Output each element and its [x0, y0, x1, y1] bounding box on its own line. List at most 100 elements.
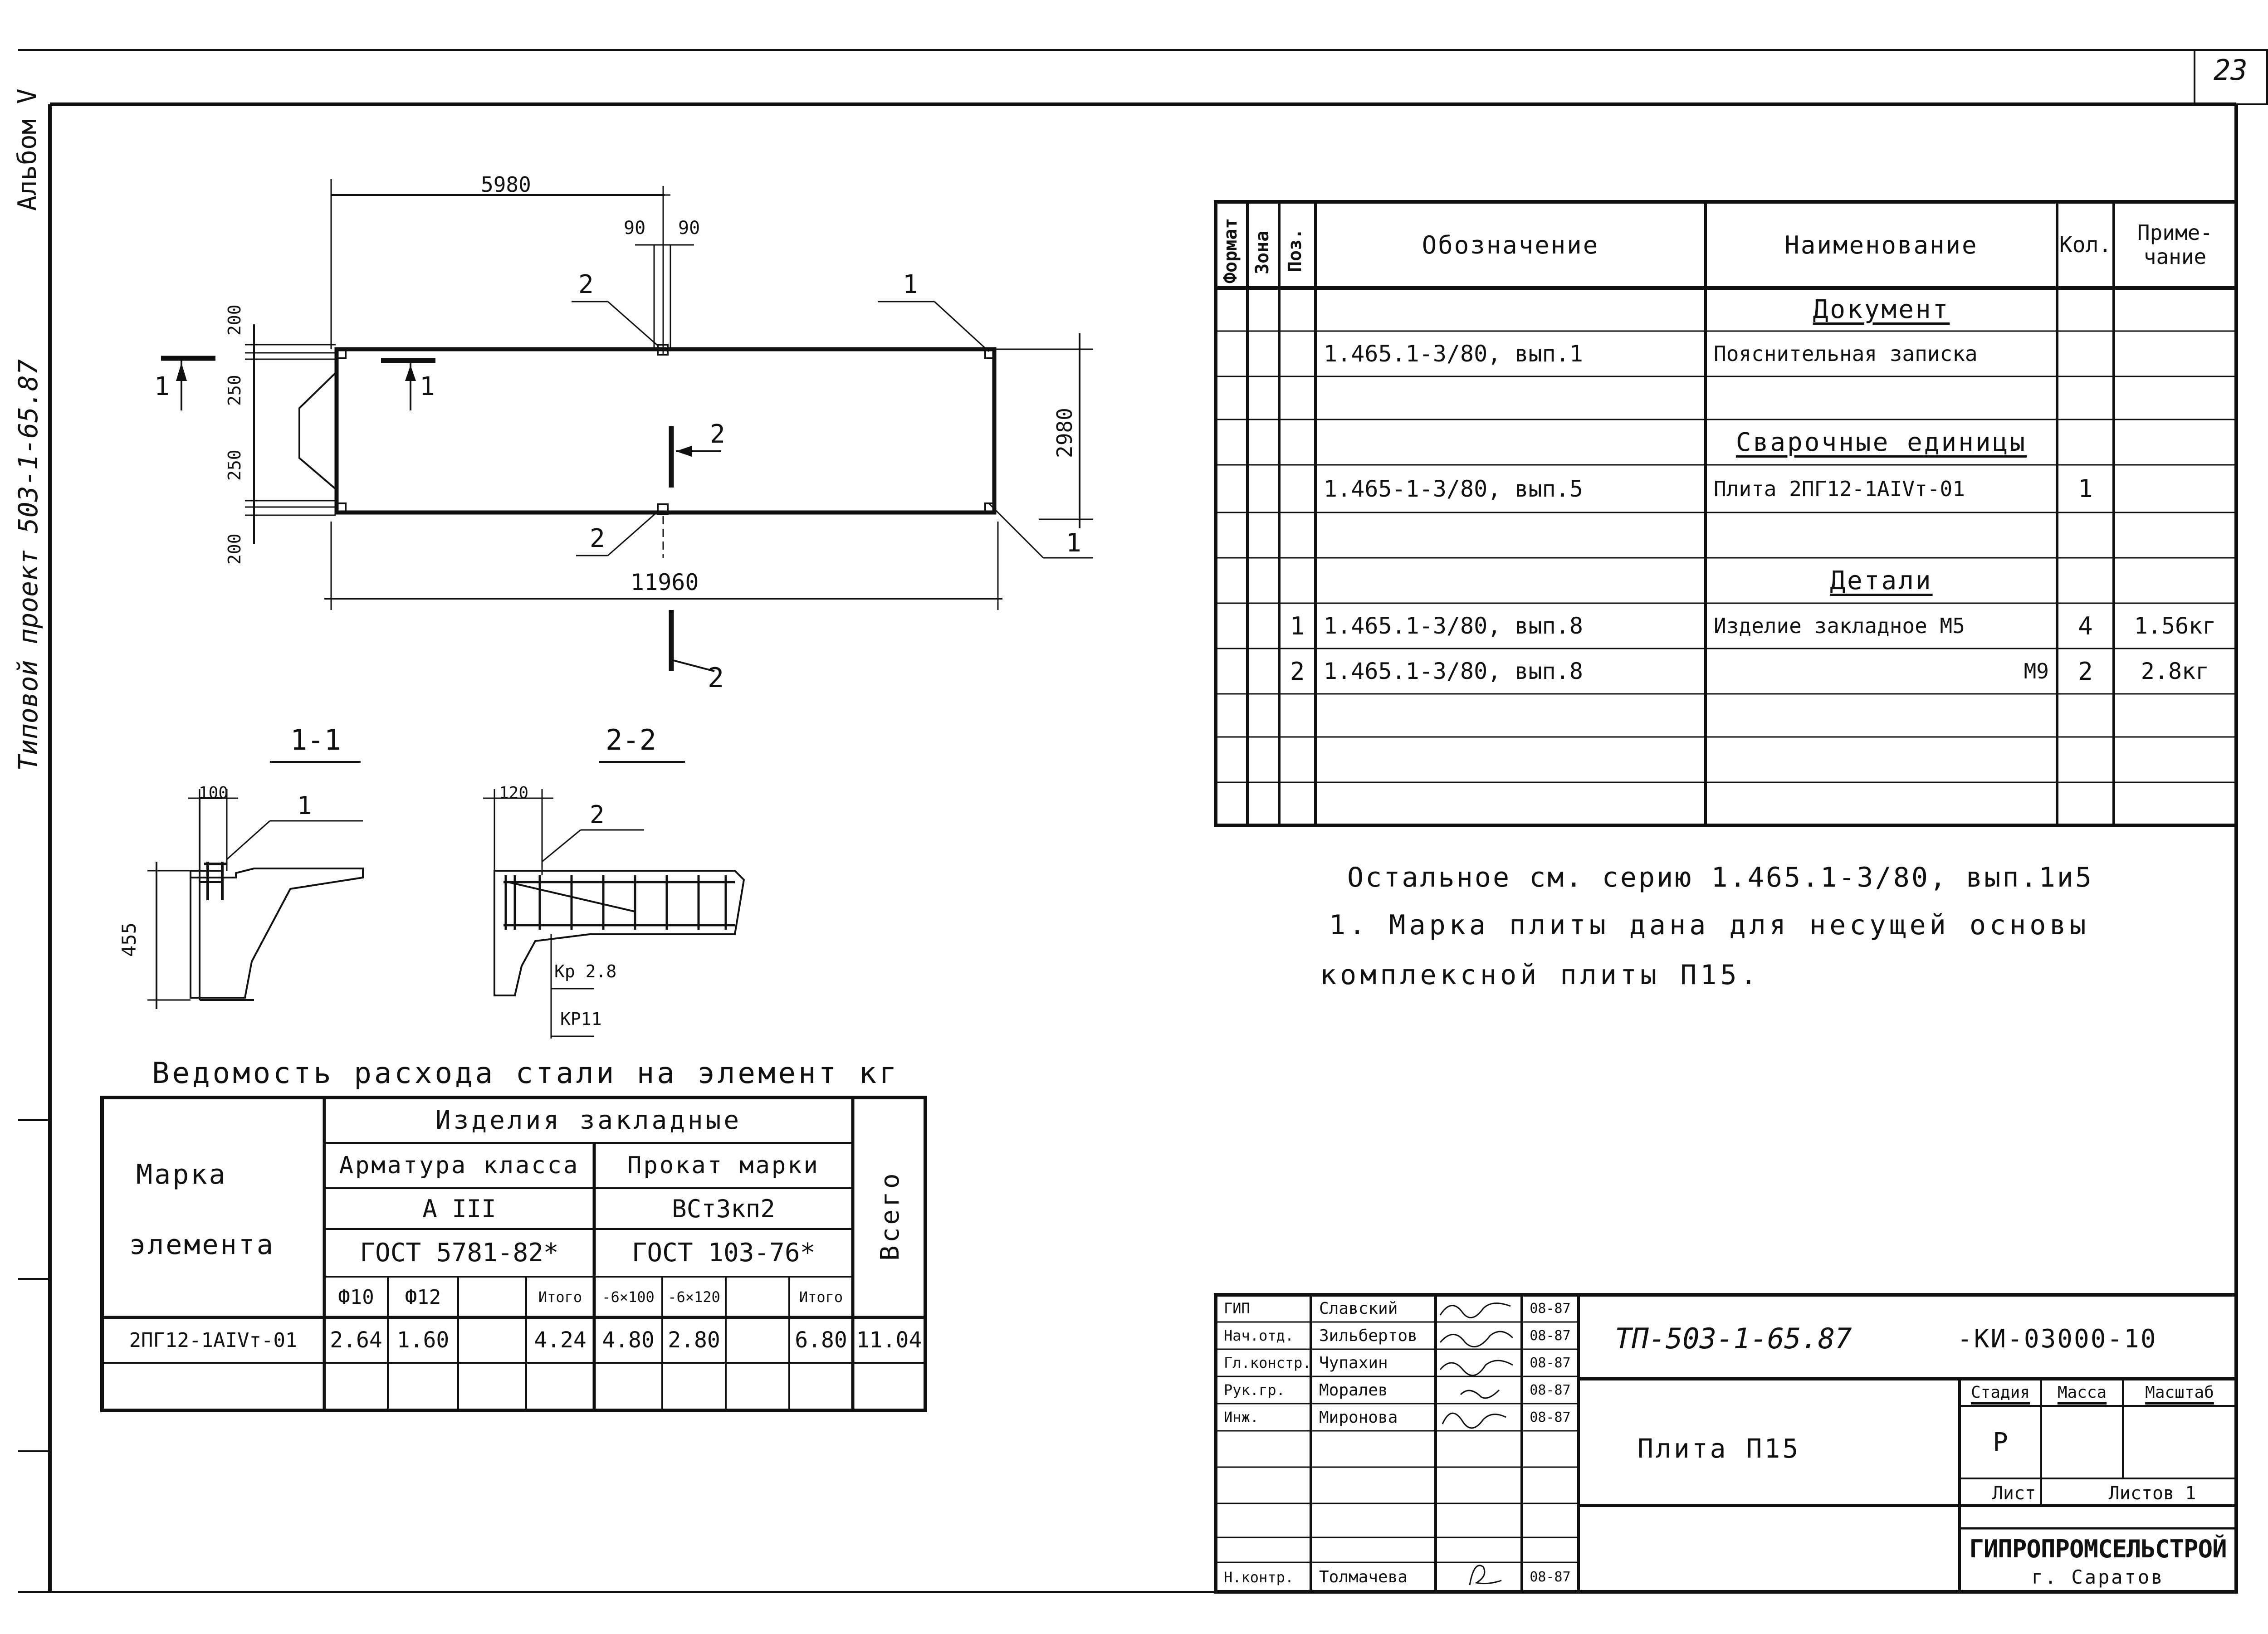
- title-stage-header: Стадия: [1970, 1383, 2030, 1402]
- signatures: [1439, 1302, 1514, 1585]
- title-mass-header: Масса: [2057, 1383, 2107, 1402]
- tb-date: 08-87: [1530, 1327, 1571, 1344]
- spec-table-grid: [1214, 200, 2238, 827]
- dim-total: 11960: [631, 569, 699, 595]
- spec-row-name: Пояснительная записка: [1714, 341, 1978, 366]
- tb-role: Инж.: [1224, 1409, 1259, 1426]
- s1-dim-width: 100: [199, 784, 229, 802]
- note-line-2: 1. Марка плиты дана для несущей основы: [1329, 909, 2090, 941]
- spec-header-format: Формат: [1220, 218, 1241, 284]
- dim-length: 5980: [481, 172, 531, 197]
- steel-row-value: 4.80: [602, 1327, 655, 1353]
- spec-header-zone: Зона: [1252, 230, 1273, 274]
- spec-section-heading: Детали: [1830, 566, 1933, 595]
- title-code-suffix: -КИ-03000-10: [1957, 1324, 2157, 1354]
- dim-200-top: 200: [225, 304, 244, 336]
- dim-90-right: 90: [678, 218, 700, 239]
- steel-rebar-gost: ГОСТ 5781-82*: [360, 1238, 559, 1268]
- spec-row-qty: 4: [2078, 611, 2093, 640]
- spec-row-pos: 1: [1290, 611, 1305, 640]
- tb-role: Гл.констр.: [1224, 1354, 1311, 1371]
- spec-row-qty: 1: [2078, 474, 2093, 503]
- spec-row-designation: 1.465.1-3/80, вып.8: [1324, 658, 1583, 684]
- s2-label-kp28: Кр 2.8: [554, 961, 617, 981]
- spec-row-note: 1.56кг: [2134, 613, 2216, 639]
- tb-date: 08-87: [1530, 1409, 1571, 1425]
- callout-1-bottom: 1: [1066, 528, 1081, 558]
- title-stage-value: Р: [1993, 1427, 2008, 1457]
- steel-mark-header-1: Марка: [136, 1159, 227, 1190]
- steel-rolled-gost: ГОСТ 103-76*: [631, 1238, 816, 1268]
- title-block-grid: [1214, 1293, 2238, 1594]
- tb-name: Чупахин: [1319, 1353, 1388, 1372]
- title-code: ТП-503-1-65.87: [1615, 1322, 1852, 1355]
- dim-90-left: 90: [624, 218, 646, 239]
- steel-rebar-class: Арматура класса: [339, 1152, 580, 1179]
- section-1-title: 1-1: [290, 723, 341, 756]
- steel-sub-header: Итого: [538, 1288, 582, 1306]
- corner-embed: [984, 348, 995, 359]
- spec-table-rows: [1216, 330, 2236, 783]
- title-city: г. Саратов: [2031, 1566, 2165, 1588]
- spec-row-designation: 1.465.1-3/80, вып.8: [1324, 613, 1583, 639]
- steel-sub-header: -6×100: [602, 1288, 655, 1306]
- steel-sub-header: Итого: [799, 1288, 843, 1306]
- steel-sub-header: Ф10: [338, 1285, 374, 1309]
- slab-outline: [334, 347, 997, 515]
- s2-label-kp11: КР11: [560, 1009, 602, 1029]
- callout-2-bottom: 2: [590, 524, 605, 553]
- tb-name: Моралев: [1319, 1380, 1388, 1400]
- callout-2-top: 2: [578, 270, 594, 299]
- note-line-1: Остальное см. серию 1.465.1-3/80, вып.1и…: [1347, 862, 2094, 893]
- tb-name: Толмачева: [1319, 1568, 1408, 1586]
- steel-mark-header-2: элемента: [129, 1229, 275, 1261]
- tb-role: Нач.отд.: [1224, 1327, 1294, 1344]
- section-2-top-label: 2: [710, 419, 725, 449]
- steel-total-header: Всего: [875, 1171, 905, 1261]
- mid-embed: [657, 503, 669, 515]
- tb-name: Славский: [1319, 1299, 1398, 1318]
- tb-name: Миронова: [1319, 1408, 1398, 1427]
- steel-embedded-header: Изделия закладные: [435, 1105, 742, 1135]
- s2-dim-width: 120: [499, 784, 529, 802]
- section-1-left-label: 1: [154, 372, 170, 401]
- title-sheets-label: Листов 1: [2108, 1483, 2196, 1504]
- tb-role: Рук.гр.: [1224, 1381, 1285, 1399]
- steel-row-value: 2.64: [330, 1327, 382, 1353]
- steel-row-value: 11.04: [856, 1327, 922, 1353]
- spec-header-qty: Кол.: [2059, 232, 2112, 258]
- spec-row-note: 2.8кг: [2141, 658, 2209, 684]
- section-2-bottom-label: 2: [708, 662, 724, 694]
- steel-sub-header: -6×120: [668, 1288, 720, 1306]
- corner-embed: [336, 348, 347, 359]
- steel-row-value: 6.80: [795, 1327, 847, 1353]
- sheet-number-box: [2194, 49, 2268, 105]
- spec-header-note: Приме-чание: [2137, 220, 2213, 269]
- dim-250-bottom: 250: [225, 449, 244, 481]
- tb-date: 08-87: [1530, 1355, 1571, 1371]
- s1-dim-height: 455: [118, 922, 140, 957]
- spec-header-name: Наименование: [1784, 230, 1978, 259]
- spec-row-name: Изделие закладное М5: [1714, 614, 1965, 638]
- tb-date: 08-87: [1530, 1300, 1571, 1317]
- spec-row-designation: 1.465.1-3/80, вып.1: [1324, 341, 1583, 367]
- title-sheet-label: Лист: [1992, 1483, 2036, 1504]
- steel-row-mark: 2ПГ12-1АIVт-01: [129, 1328, 298, 1352]
- spec-section-heading: Сварочные единицы: [1735, 427, 2027, 457]
- spec-header-designation: Обозначение: [1422, 230, 1599, 259]
- callout-1-top: 1: [903, 270, 918, 299]
- dim-width: 2980: [1052, 408, 1077, 458]
- tb-role: ГИП: [1224, 1300, 1250, 1317]
- title-scale-header: Масштаб: [2145, 1383, 2214, 1402]
- s1-callout: 1: [297, 791, 312, 820]
- spec-row-name: М9: [2024, 659, 2049, 683]
- spec-row-designation: 1.465-1-3/80, вып.5: [1324, 475, 1583, 502]
- dim-200-bottom: 200: [225, 533, 244, 565]
- title-product: Плита П15: [1637, 1433, 1801, 1464]
- steel-rebar-grade: A III: [422, 1194, 496, 1223]
- spec-row-qty: 2: [2078, 657, 2093, 686]
- steel-table-title: Ведомость расхода стали на элемент кг: [152, 1057, 899, 1090]
- steel-table-grid: [100, 1096, 927, 1412]
- steel-sub-header: Ф12: [405, 1285, 441, 1309]
